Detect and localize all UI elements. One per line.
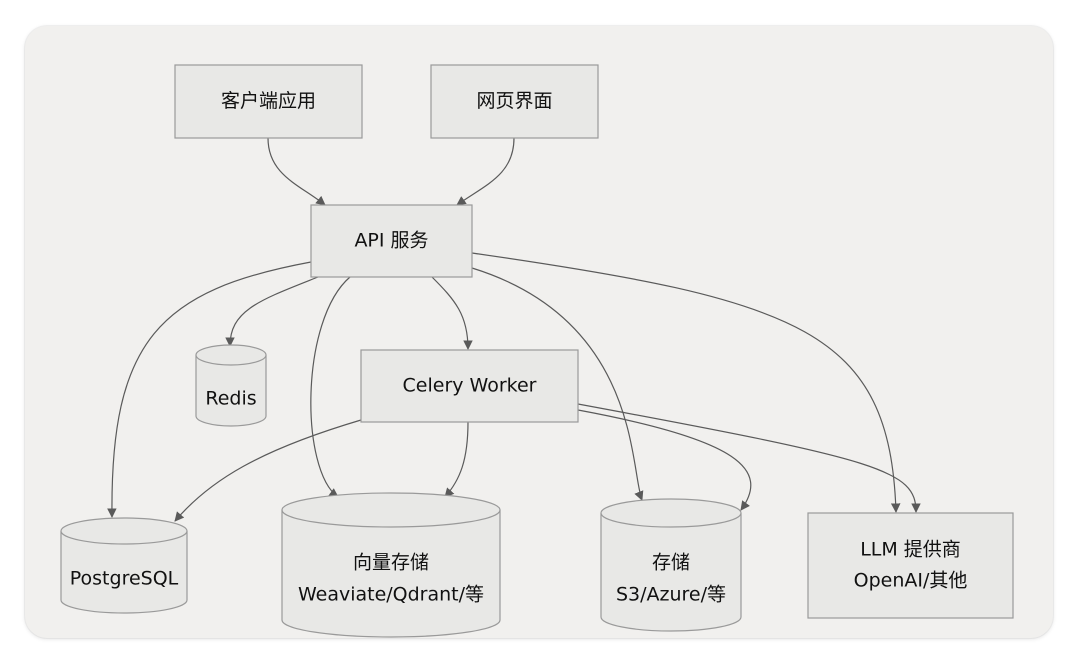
node-celery-worker-label: Celery Worker <box>403 375 537 397</box>
node-client-app: 客户端应用 <box>174 64 363 139</box>
edge-web-to-api <box>456 137 515 206</box>
node-web-ui: 网页界面 <box>430 64 599 139</box>
node-celery-worker: Celery Worker <box>360 349 579 423</box>
node-api-service-label: API 服务 <box>354 230 428 252</box>
edge-celery-to-llm <box>577 403 921 513</box>
node-redis: Redis <box>195 344 267 427</box>
edge-celery-to-postgresql <box>174 419 362 522</box>
edge-api-to-postgresql <box>107 261 312 518</box>
edge-celery-to-vector <box>444 421 469 498</box>
node-storage: 存储 S3/Azure/等 <box>600 498 742 632</box>
node-postgresql: PostgreSQL <box>60 517 188 614</box>
edge-api-to-storage <box>471 267 644 501</box>
edge-api-to-llm <box>471 252 901 513</box>
edge-api-to-vector <box>310 276 351 498</box>
edge-celery-to-storage <box>577 409 752 511</box>
edge-api-to-celery <box>431 276 473 350</box>
node-vector-store-line1: 向量存储 <box>353 552 429 574</box>
edges <box>107 137 921 522</box>
node-client-app-label: 客户端应用 <box>221 90 316 112</box>
node-api-service: API 服务 <box>310 204 473 278</box>
node-vector-store: 向量存储 Weaviate/Qdrant/等 <box>281 492 501 638</box>
node-llm-provider: LLM 提供商 OpenAI/其他 <box>807 512 1014 619</box>
node-web-ui-label: 网页界面 <box>476 90 552 112</box>
edge-client-to-api <box>267 137 326 206</box>
node-postgresql-label: PostgreSQL <box>70 568 179 590</box>
node-storage-line2: S3/Azure/等 <box>616 584 726 606</box>
node-llm-provider-line1: LLM 提供商 <box>860 539 961 561</box>
node-redis-label: Redis <box>205 388 256 410</box>
node-vector-store-line2: Weaviate/Qdrant/等 <box>298 584 484 606</box>
node-llm-provider-line2: OpenAI/其他 <box>854 570 968 592</box>
node-storage-line1: 存储 <box>652 552 690 574</box>
edge-api-to-redis <box>225 276 319 347</box>
